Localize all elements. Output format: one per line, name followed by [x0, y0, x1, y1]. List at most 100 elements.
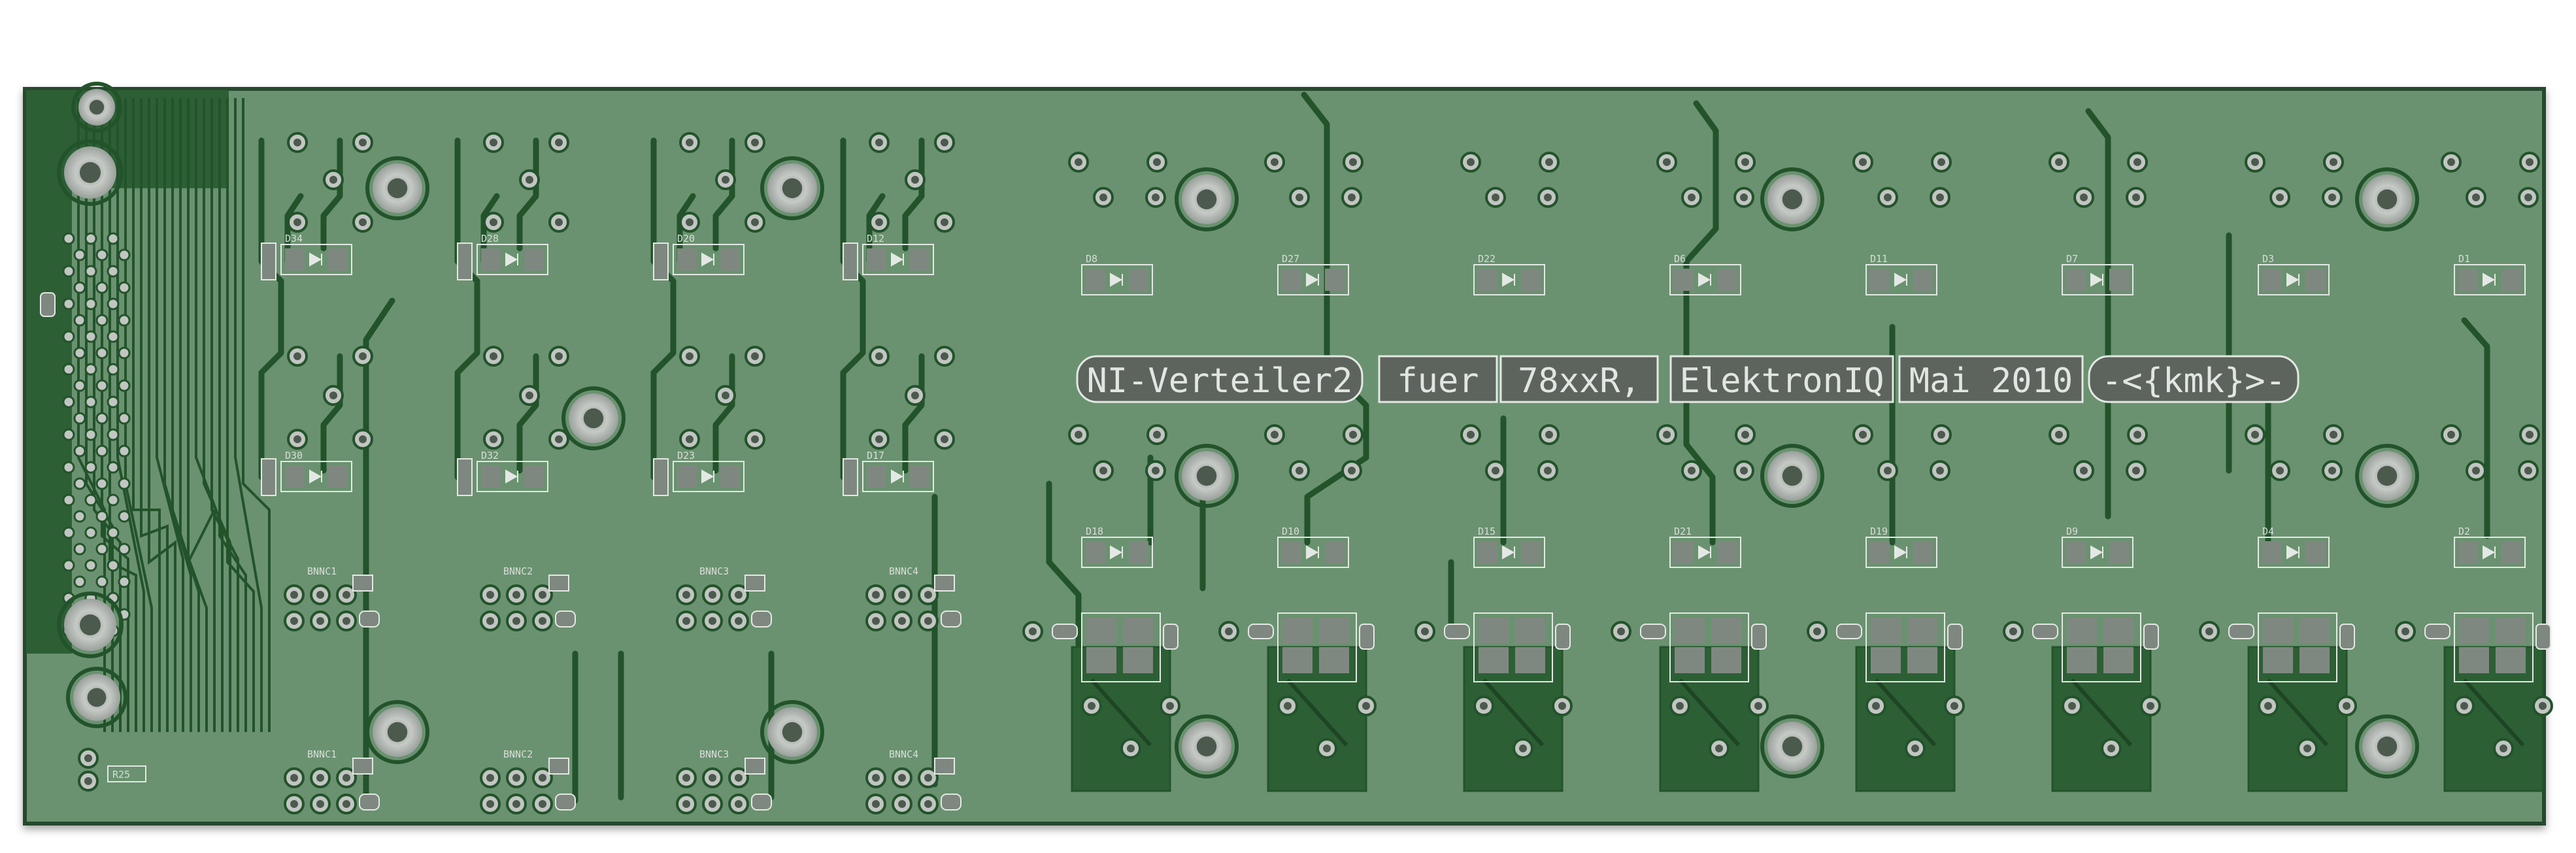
diode-smd	[477, 461, 548, 492]
smd-pad	[677, 248, 697, 271]
mounting-hole-ring	[57, 139, 124, 206]
label-box-6	[2088, 355, 2300, 403]
mounting-hole-ring	[57, 592, 124, 658]
smd-pad	[2263, 647, 2293, 673]
pad-hole	[1153, 431, 1161, 439]
smd-pad	[328, 465, 348, 488]
smd-pad	[1123, 647, 1153, 673]
smd-pad	[720, 248, 740, 271]
pad-hole	[941, 139, 948, 146]
pad-hole	[2330, 158, 2337, 166]
pad-hole	[722, 176, 729, 184]
ref-label: BNNC2	[503, 565, 533, 577]
copper-traces	[258, 92, 2490, 804]
pad-hole	[343, 774, 350, 782]
copper-trace	[677, 193, 696, 265]
smd-pad	[2300, 647, 2330, 673]
connector-pin	[95, 248, 109, 261]
smd-pad	[1282, 541, 1301, 563]
smd-chip	[941, 794, 962, 811]
ref-label: D7	[2066, 253, 2078, 265]
diode-symbol	[2483, 545, 2496, 560]
smd-chip	[548, 758, 569, 775]
diode-symbol	[309, 469, 322, 484]
smd-pad	[1086, 647, 1116, 673]
pad-hole	[1950, 702, 1958, 710]
label-box-1	[1076, 355, 1363, 403]
pad-hole	[1544, 193, 1552, 201]
pad-hole	[1075, 431, 1082, 439]
diode-symbol	[1306, 545, 1319, 560]
copper-trace	[1683, 100, 1719, 546]
smd-chip	[934, 575, 955, 592]
silk-outline	[1865, 537, 1937, 568]
pad-hole	[359, 218, 367, 226]
bus-trace	[109, 98, 137, 732]
pad-hole	[2251, 158, 2259, 166]
bus-trace	[140, 98, 169, 732]
connector-pin	[62, 526, 75, 539]
connector-pin	[73, 346, 86, 360]
connector-pin	[62, 493, 75, 507]
smd-pad	[2066, 269, 2086, 291]
ref-label: D8	[1086, 253, 1097, 265]
connector-pin	[73, 379, 86, 392]
pad-hole	[735, 591, 743, 599]
connector-pin	[73, 575, 86, 588]
connector-pin	[95, 314, 109, 327]
connector-pin	[84, 297, 97, 310]
mounting-hole-ring	[1175, 444, 1239, 508]
pad-hole	[2276, 467, 2284, 475]
pad-hole	[1348, 467, 1356, 475]
pad-hole	[555, 218, 563, 226]
diode-smd	[673, 461, 744, 492]
silk-outline	[2454, 264, 2526, 295]
pad-hole	[293, 352, 301, 360]
pad-hole	[293, 435, 301, 443]
pad-hole	[316, 774, 324, 782]
connector-pin	[118, 281, 131, 294]
smd-chip	[934, 758, 955, 775]
smd-chip	[744, 758, 765, 775]
pad-hole	[709, 774, 716, 782]
ref-label: R25	[112, 769, 130, 780]
pad-hole	[751, 352, 759, 360]
smd-pad	[1675, 647, 1705, 673]
smd-pad	[2262, 269, 2282, 291]
label-box-2	[1378, 355, 1498, 403]
pad-hole	[2447, 431, 2455, 439]
pad-hole	[875, 139, 883, 146]
pad-hole	[941, 352, 948, 360]
pad-hole	[555, 352, 563, 360]
label-text-6: -<{kmk}>-	[2101, 361, 2286, 401]
silk-outline	[2258, 264, 2330, 295]
silk-outline	[2062, 264, 2133, 295]
mounting-hole-ring	[1760, 714, 1824, 778]
bus-trace	[187, 98, 216, 732]
connector-pin	[84, 526, 97, 539]
smd-chip	[40, 292, 56, 317]
pad-hole	[1152, 193, 1160, 201]
silk-outline	[862, 244, 934, 275]
ref-label: D10	[1282, 526, 1299, 537]
copper-trace	[320, 137, 343, 252]
ref-label: D30	[285, 450, 303, 461]
connector-pin	[107, 265, 120, 278]
copper-trace	[866, 193, 886, 265]
silk-outline	[1473, 537, 1545, 568]
mounting-hole-bore	[1782, 736, 1803, 757]
connector-pin	[107, 363, 120, 376]
mounting-hole-bore	[583, 408, 604, 429]
pour-thermal	[1286, 678, 1348, 747]
silk-outline	[1277, 537, 1349, 568]
pad-hole	[686, 352, 694, 360]
mounting-hole-bore	[2377, 736, 2398, 757]
diode-smd	[1669, 264, 1741, 295]
connector-pin	[73, 281, 86, 294]
pad-hole	[1740, 467, 1748, 475]
smd-chip	[2339, 624, 2355, 650]
pad-hole	[1936, 193, 1944, 201]
silk-outline	[1277, 264, 1349, 295]
diode-symbol	[505, 469, 518, 484]
smd-chip	[1359, 624, 1375, 650]
